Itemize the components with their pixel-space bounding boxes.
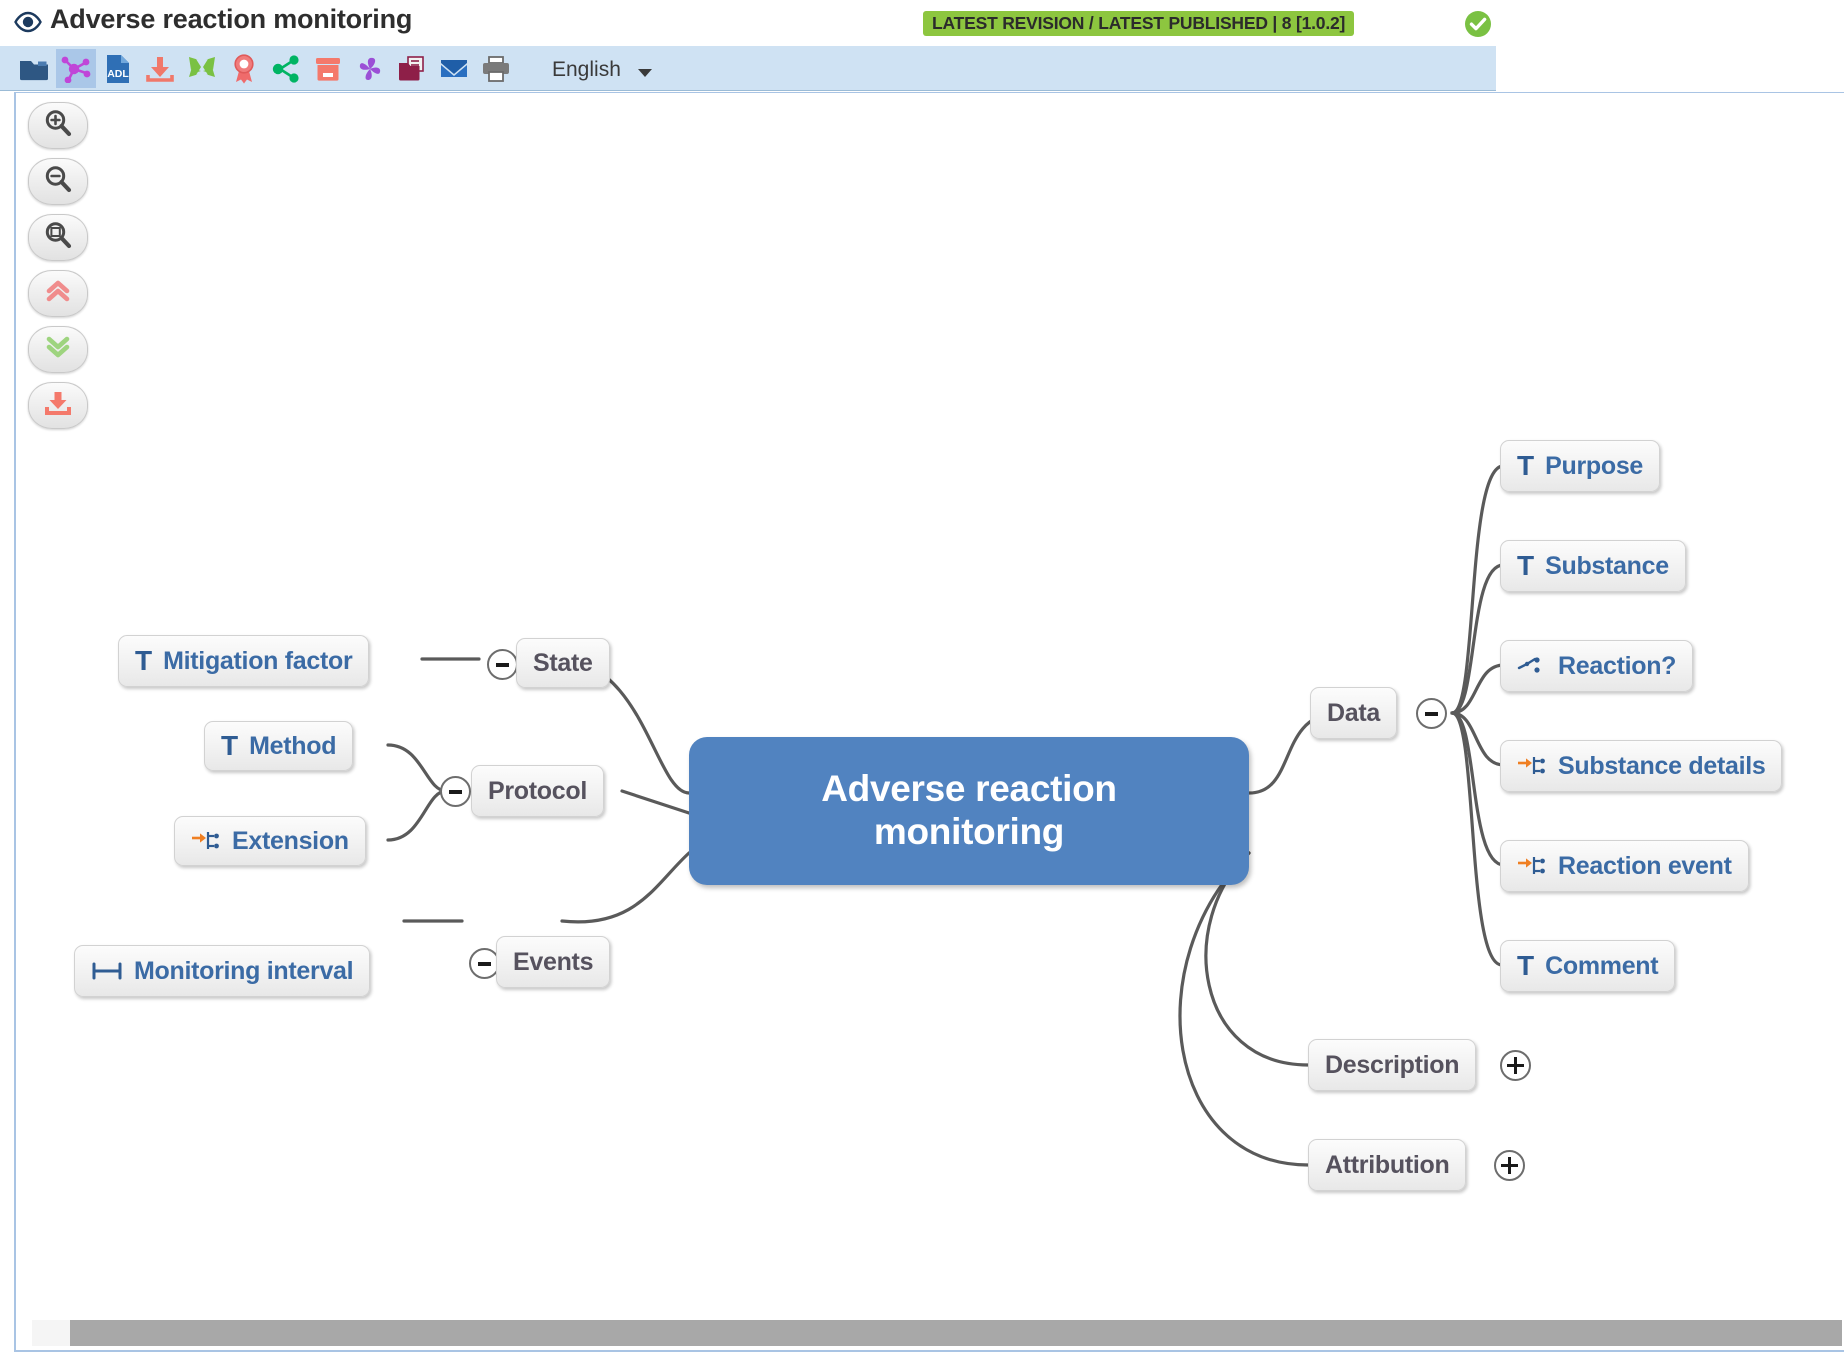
language-selector[interactable]: English (552, 58, 621, 81)
chevron-down-icon[interactable] (638, 69, 652, 77)
node-label: Events (513, 947, 594, 976)
node-events[interactable]: Events (496, 936, 611, 988)
magnifier-minus-icon (43, 164, 73, 199)
node-monitoring-interval[interactable]: Monitoring interval (74, 945, 371, 997)
toolbar: ADL (0, 46, 1496, 91)
page-title: Adverse reaction monitoring (50, 4, 413, 34)
toggle-description[interactable] (1500, 1050, 1531, 1081)
archive-box-icon[interactable] (308, 49, 348, 88)
arrow-tree-icon (191, 830, 221, 852)
export-image-button[interactable] (28, 382, 88, 429)
toggle-protocol[interactable] (440, 776, 471, 807)
double-chevron-up-icon (43, 278, 73, 309)
node-label: Attribution (1325, 1150, 1450, 1179)
mindmap-canvas[interactable]: Adverse reaction monitoring T Mitigation… (14, 92, 1844, 1352)
node-label: Data (1327, 698, 1380, 727)
root-node[interactable]: Adverse reaction monitoring (689, 737, 1249, 885)
coded-text-icon (1517, 655, 1547, 677)
node-reaction[interactable]: Reaction? (1500, 640, 1694, 692)
text-T-icon: T (1517, 550, 1535, 581)
arrow-tree-icon (1517, 755, 1547, 777)
node-data[interactable]: Data (1310, 687, 1397, 739)
arrow-tree-icon (1517, 855, 1547, 877)
node-label: Extension (232, 826, 349, 855)
status-badge: LATEST REVISION / LATEST PUBLISHED | 8 [… (923, 11, 1355, 36)
toggle-attribution[interactable] (1494, 1150, 1525, 1181)
zoom-reset-button[interactable] (28, 214, 88, 261)
node-label: Substance (1545, 551, 1669, 580)
share-icon[interactable] (266, 49, 306, 88)
download-tray-icon (43, 389, 73, 422)
node-comment[interactable]: T Comment (1500, 940, 1676, 992)
node-substance-details[interactable]: Substance details (1500, 740, 1783, 792)
node-label: Purpose (1545, 451, 1644, 480)
zoom-in-button[interactable] (28, 102, 88, 149)
node-label: Description (1325, 1050, 1460, 1079)
folder-icon[interactable] (14, 49, 54, 88)
node-extension[interactable]: Extension (174, 816, 366, 866)
adl-file-icon[interactable]: ADL (98, 49, 138, 88)
collapse-all-button[interactable] (28, 270, 88, 317)
node-label: Reaction event (1558, 851, 1732, 880)
magnifier-fit-icon (43, 220, 73, 255)
interval-icon (91, 962, 123, 980)
node-reaction-event[interactable]: Reaction event (1500, 840, 1749, 892)
toggle-events[interactable] (469, 948, 500, 979)
download-icon[interactable] (140, 49, 180, 88)
expand-all-button[interactable] (28, 326, 88, 373)
eye-icon (14, 10, 42, 34)
magnifier-plus-icon (43, 108, 73, 143)
node-method[interactable]: T Method (204, 721, 354, 771)
node-mitigation-factor[interactable]: T Mitigation factor (118, 635, 370, 687)
node-label: Method (249, 731, 337, 760)
node-label: Mitigation factor (163, 646, 353, 675)
node-label: State (533, 648, 593, 677)
mail-icon[interactable] (434, 49, 474, 88)
page-header: Adverse reaction monitoring LATEST REVIS… (0, 0, 1844, 46)
node-label: Comment (1545, 951, 1659, 980)
green-check-circle-icon (1464, 10, 1492, 38)
zoom-out-button[interactable] (28, 158, 88, 205)
text-T-icon: T (135, 645, 153, 676)
scrollbar-thumb[interactable] (70, 1320, 1842, 1346)
root-node-label: Adverse reaction monitoring (821, 768, 1117, 852)
text-T-icon: T (1517, 450, 1535, 481)
node-substance[interactable]: T Substance (1500, 540, 1686, 592)
horizontal-scrollbar[interactable] (32, 1320, 1842, 1346)
text-T-icon: T (1517, 950, 1535, 981)
text-T-icon: T (221, 730, 239, 761)
toggle-data[interactable] (1416, 698, 1447, 729)
node-description[interactable]: Description (1308, 1039, 1477, 1091)
svg-text:ADL: ADL (107, 68, 129, 80)
folder-document-icon[interactable] (392, 49, 432, 88)
node-label: Reaction? (1558, 651, 1677, 680)
node-label: Monitoring interval (134, 956, 354, 985)
printer-icon[interactable] (476, 49, 516, 88)
revisions-icon[interactable] (350, 49, 390, 88)
collapse-arrows-icon[interactable] (182, 49, 222, 88)
node-label: Protocol (488, 776, 587, 805)
mindmap-icon[interactable] (56, 49, 96, 88)
node-label: Substance details (1558, 751, 1766, 780)
zoom-toolbar (28, 102, 90, 438)
toggle-state[interactable] (487, 649, 518, 680)
node-state[interactable]: State (516, 638, 610, 688)
node-purpose[interactable]: T Purpose (1500, 440, 1661, 492)
node-protocol[interactable]: Protocol (471, 765, 604, 817)
rosette-icon[interactable] (224, 49, 264, 88)
double-chevron-down-icon (43, 334, 73, 365)
node-attribution[interactable]: Attribution (1308, 1139, 1467, 1191)
